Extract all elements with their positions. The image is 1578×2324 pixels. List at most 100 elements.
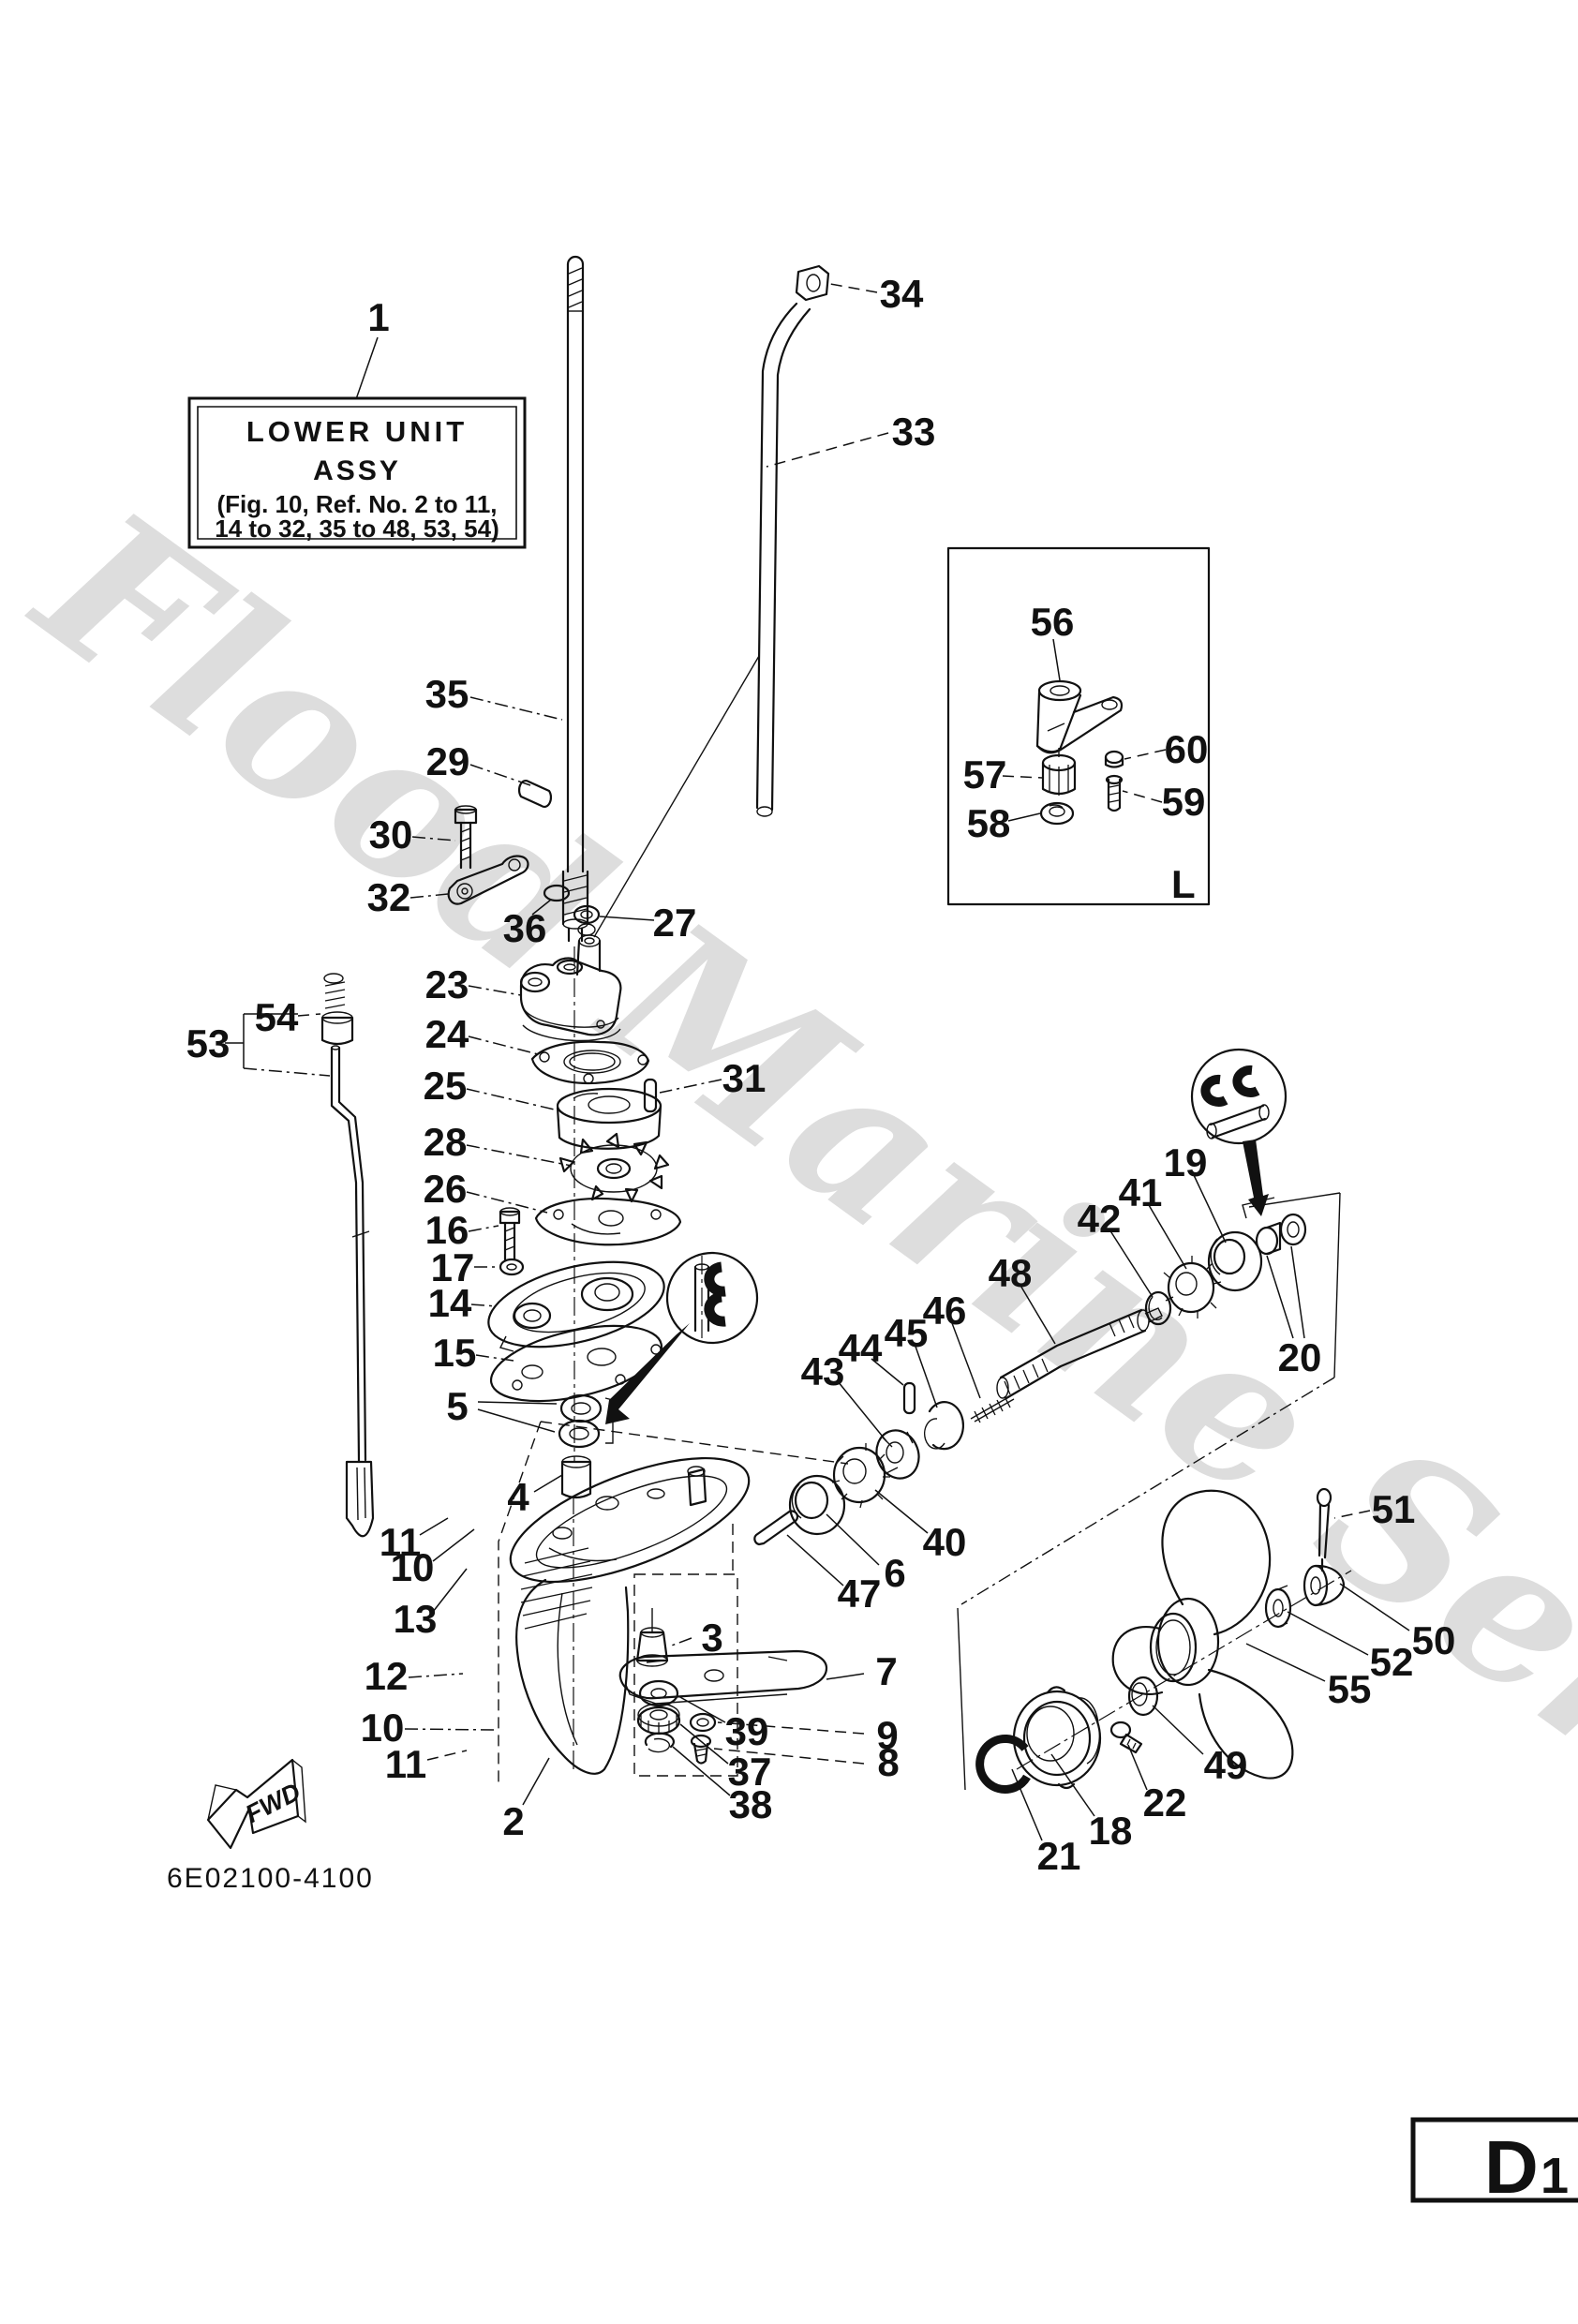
- washer-49: [1129, 1677, 1157, 1715]
- oil-seals-5: [559, 1395, 613, 1447]
- callout-52: 52: [1370, 1640, 1414, 1684]
- callout-10: 10: [391, 1545, 435, 1589]
- fwd-arrow: FWD: [208, 1760, 305, 1848]
- bearing-carrier-18: [1014, 1687, 1100, 1788]
- callout-17: 17: [431, 1245, 475, 1289]
- bearing-6: [790, 1476, 844, 1534]
- detail-circle-clip: [1192, 1050, 1286, 1216]
- callout-47: 47: [838, 1572, 882, 1616]
- pin-31: [645, 1080, 656, 1111]
- callout-46: 46: [923, 1289, 967, 1333]
- gearcase-housing: [496, 1433, 764, 1774]
- callout-41: 41: [1119, 1170, 1163, 1214]
- callout-35: 35: [425, 672, 469, 716]
- label-box-line1: LOWER UNIT: [246, 415, 468, 448]
- gasket-24: [532, 1042, 648, 1083]
- anchor-bracket-56: [1037, 681, 1122, 752]
- callout-11: 11: [385, 1742, 426, 1786]
- callout-49: 49: [1204, 1743, 1248, 1787]
- oring-36: [544, 886, 569, 901]
- detail-circle-seal: [605, 1253, 757, 1424]
- callout-31: 31: [722, 1056, 767, 1100]
- callout-53: 53: [186, 1021, 231, 1065]
- cotter-pin-51: [1317, 1489, 1331, 1571]
- callout-57: 57: [963, 752, 1007, 797]
- callout-5: 5: [446, 1384, 468, 1428]
- callout-9: 9: [876, 1713, 898, 1757]
- callout-36: 36: [503, 906, 547, 950]
- bushing-3: [637, 1608, 667, 1666]
- callout-8: 8: [877, 1740, 899, 1784]
- seal-housing-14: [480, 1246, 673, 1363]
- callout-33: 33: [892, 410, 936, 454]
- drawing-code: 6E02100-4100: [167, 1863, 374, 1894]
- callout-56: 56: [1031, 600, 1075, 644]
- inset-letter: L: [1171, 862, 1196, 906]
- label-box-line2: ASSY: [313, 455, 401, 486]
- plate-26: [536, 1199, 680, 1244]
- callout-50: 50: [1412, 1618, 1456, 1662]
- callout-29: 29: [426, 739, 470, 783]
- callout-14: 14: [428, 1281, 472, 1325]
- clutch-dog-43: [870, 1424, 925, 1484]
- washer-9: [691, 1714, 715, 1731]
- callout-45: 45: [885, 1311, 929, 1355]
- washer-42: [1146, 1292, 1170, 1324]
- washer-58: [1041, 803, 1073, 824]
- bearing-19: [1209, 1232, 1261, 1290]
- callout-21: 21: [1037, 1834, 1081, 1878]
- callout-54: 54: [255, 995, 299, 1039]
- callout-2: 2: [502, 1799, 524, 1843]
- prop-shaft-48: [997, 1308, 1162, 1398]
- assembly-label-box: LOWER UNIT ASSY (Fig. 10, Ref. No. 2 to …: [189, 337, 525, 547]
- callout-19: 19: [1164, 1140, 1208, 1184]
- callout-38: 38: [729, 1782, 773, 1826]
- callout-3: 3: [701, 1616, 722, 1660]
- impeller-28: [560, 1134, 668, 1201]
- callout-26: 26: [424, 1167, 468, 1211]
- callout-37: 37: [728, 1750, 772, 1794]
- leader-lines: [405, 284, 1409, 1840]
- dashed-boxes: [499, 1422, 848, 1782]
- callout-34: 34: [880, 272, 924, 316]
- label-box-line4: 14 to 32, 35 to 48, 53, 54): [215, 514, 499, 543]
- impeller-housing-25: [558, 1089, 661, 1149]
- callout-23: 23: [425, 962, 469, 1006]
- page-code-digit: 1: [1541, 2148, 1569, 2204]
- pinion-40: [832, 1443, 890, 1508]
- callout-7: 7: [875, 1649, 897, 1693]
- callout-10: 10: [361, 1706, 405, 1750]
- bolt-59: [1107, 776, 1122, 811]
- fwd-label: FWD: [241, 1778, 305, 1829]
- callout-58: 58: [967, 801, 1011, 845]
- callout-25: 25: [424, 1064, 468, 1108]
- callout-32: 32: [367, 875, 411, 919]
- callout-55: 55: [1328, 1667, 1372, 1711]
- callout-18: 18: [1089, 1809, 1133, 1853]
- pump-housing-23: [521, 935, 620, 1040]
- pin-44: [904, 1383, 915, 1413]
- callout-1: 1: [367, 295, 389, 339]
- nut-57: [1043, 748, 1075, 796]
- bolt-8: [692, 1736, 710, 1764]
- callout-13: 13: [394, 1597, 438, 1641]
- bolt-22: [1111, 1722, 1141, 1752]
- callout-24: 24: [425, 1012, 469, 1056]
- callout-30: 30: [369, 812, 413, 857]
- lever-32: [449, 856, 528, 903]
- callout-20: 20: [1278, 1335, 1322, 1379]
- clip-38: [646, 1734, 674, 1752]
- prop-nut-50: [1304, 1566, 1344, 1605]
- spacer-4: [562, 1456, 590, 1497]
- gasket-15: [484, 1312, 669, 1415]
- nut-60: [1106, 752, 1123, 767]
- callout-4: 4: [507, 1475, 529, 1519]
- callout-48: 48: [989, 1251, 1033, 1295]
- callout-43: 43: [801, 1349, 845, 1393]
- bolt-30: [455, 806, 476, 868]
- inset-box: L: [948, 548, 1209, 906]
- callout-42: 42: [1078, 1197, 1122, 1241]
